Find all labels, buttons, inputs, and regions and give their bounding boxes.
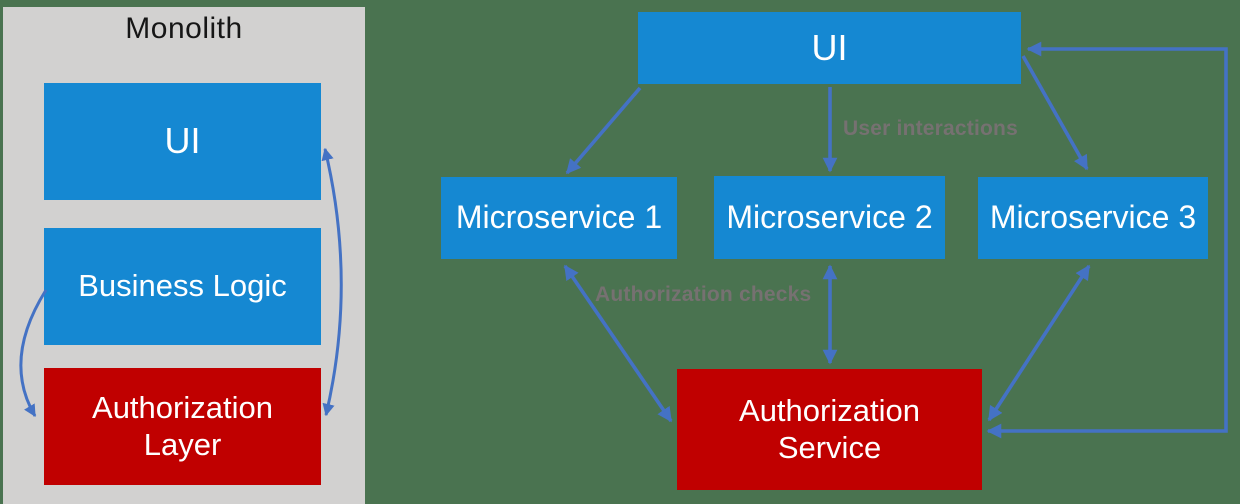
- microservice-1-label: Microservice 1: [455, 199, 663, 236]
- user-interactions-label: User interactions: [843, 117, 1018, 140]
- microservice-2-box: Microservice 2: [714, 176, 945, 259]
- authorization-checks-label: Authorization checks: [595, 283, 812, 306]
- microservice-2-label: Microservice 2: [726, 198, 933, 235]
- monolith-authorization-layer-box: Authorization Layer: [44, 368, 321, 485]
- arrow-microservice3-authservice: [987, 264, 1091, 422]
- authorization-service-label: Authorization Service: [739, 392, 920, 465]
- monolith-authorization-layer-label: Authorization Layer: [92, 389, 273, 462]
- monolith-ui-label: UI: [164, 120, 201, 162]
- monolith-title: Monolith: [125, 12, 243, 45]
- monolith-ui-box: UI: [44, 83, 321, 200]
- authorization-service-box: Authorization Service: [677, 369, 982, 490]
- monolith-business-logic-label: Business Logic: [78, 268, 287, 304]
- monolith-business-logic-box: Business Logic: [44, 228, 321, 345]
- arrow-ui-to-microservice1: [565, 86, 642, 175]
- arrow-ui-to-microservice3: [1021, 55, 1089, 171]
- microservices-ui-box: UI: [638, 12, 1021, 84]
- microservice-3-label: Microservice 3: [989, 199, 1197, 236]
- microservice-1-box: Microservice 1: [441, 177, 677, 259]
- microservice-3-box: Microservice 3: [978, 177, 1208, 259]
- microservices-ui-label: UI: [811, 26, 848, 68]
